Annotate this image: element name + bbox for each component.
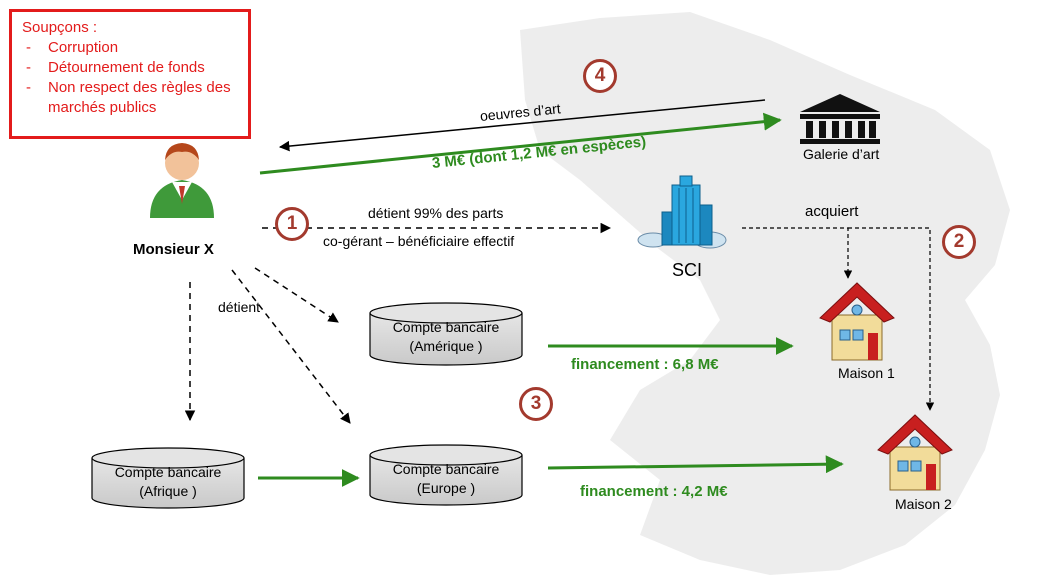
artworks-arrow [278, 99, 766, 152]
financing2-label: financement : 4,2 M€ [580, 483, 728, 500]
house-icon-2 [877, 414, 953, 491]
financing1-label: financement : 6,8 M€ [571, 356, 719, 373]
step-2-circle: 2 [942, 225, 976, 259]
account-africa-line2: (Afrique ) [139, 483, 197, 499]
account-europe-line1: Compte bancaire [392, 461, 500, 477]
owns-shares-label: détient 99% des parts [368, 205, 504, 221]
gallery-label: Galerie d’art [803, 146, 880, 162]
suspicion-item: Corruption [22, 38, 238, 58]
manager-label: co-gérant – bénéficiaire effectif [323, 233, 515, 249]
suspicions-box: Soupçons : Corruption Détournement de fo… [9, 9, 251, 139]
museum-icon [800, 94, 880, 144]
account-cylinder-africa [91, 447, 245, 509]
acquires-label: acquiert [805, 203, 859, 220]
account-europe: Compte bancaire (Europe ) [380, 460, 512, 498]
suspicion-item: Détournement de fonds [22, 58, 238, 78]
step-4-circle: 4 [583, 59, 617, 93]
account-cylinder-europe [369, 444, 523, 506]
payment-arrow [259, 112, 782, 175]
acquires-arrow-house2 [848, 227, 935, 411]
suspicions-title: Soupçons : [22, 19, 98, 36]
step-3-circle: 3 [519, 387, 553, 421]
account-europe-line2: (Europe ) [416, 480, 476, 496]
account-america: Compte bancaire (Amérique ) [380, 318, 512, 356]
account-africa-line1: Compte bancaire [114, 464, 222, 480]
account-america-line2: (Amérique ) [409, 338, 483, 354]
suspicion-item: Non respect des règles des marchés publi… [22, 78, 248, 118]
person-name: Monsieur X [133, 241, 214, 258]
owns-arrow-america [254, 267, 339, 323]
owns-arrow-europe [231, 269, 351, 424]
house2-label: Maison 2 [895, 496, 952, 512]
suspicions-list: Corruption Détournement de fonds Non res… [22, 38, 238, 118]
house1-label: Maison 1 [838, 365, 895, 381]
step-1-circle: 1 [275, 207, 309, 241]
person-icon [150, 143, 214, 218]
owns-label: détient [218, 299, 261, 315]
sci-label: SCI [672, 260, 703, 280]
account-cylinder-america [369, 302, 523, 366]
house-icon-1 [819, 282, 895, 361]
france-map [520, 12, 1010, 575]
building-icon [637, 175, 727, 249]
account-america-line1: Compte bancaire [392, 319, 500, 335]
financing-arrow-house2 [547, 455, 844, 474]
account-africa: Compte bancaire (Afrique ) [102, 463, 234, 501]
